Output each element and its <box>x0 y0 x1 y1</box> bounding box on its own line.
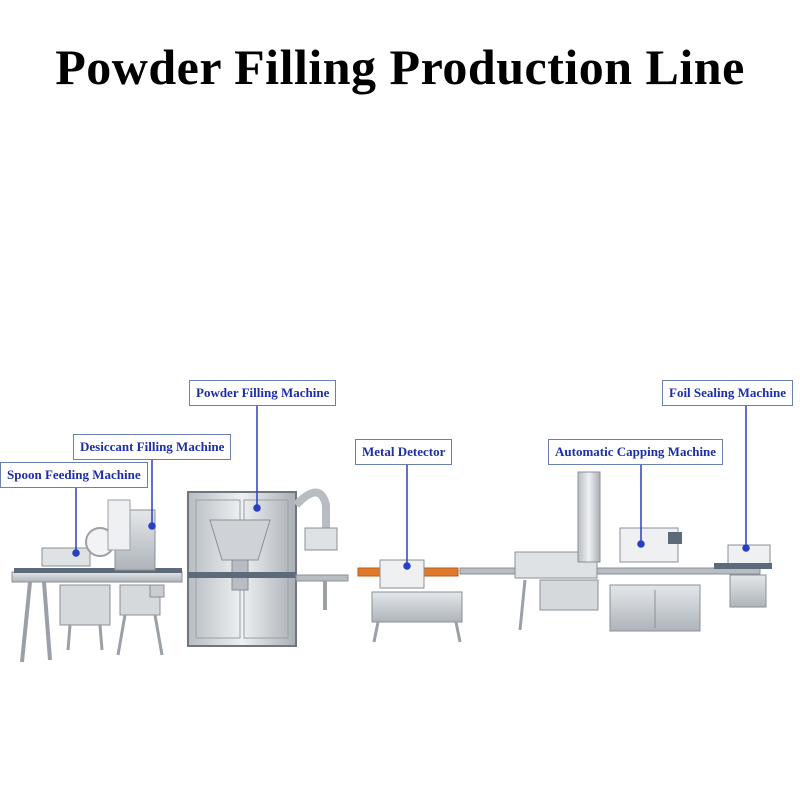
conveyor-belt <box>459 567 761 575</box>
automatic-capping-machine <box>514 471 701 632</box>
label-automatic-capping-machine: Automatic Capping Machine <box>548 439 724 465</box>
label-desiccant-filling-machine: Desiccant Filling Machine <box>73 434 232 460</box>
label-pointers <box>72 403 750 570</box>
powder-filling-machine <box>187 488 349 647</box>
label-foil-sealing-machine: Foil Sealing Machine <box>662 380 793 406</box>
foil-sealing-machine <box>714 544 772 608</box>
page-title: Powder Filling Production Line <box>55 39 745 95</box>
metal-detector <box>357 559 463 643</box>
desiccant-filling-machine <box>107 499 165 656</box>
label-spoon-feeding-machine: Spoon Feeding Machine <box>0 462 148 488</box>
label-metal-detector: Metal Detector <box>355 439 453 465</box>
label-powder-filling-machine: Powder Filling Machine <box>189 380 337 406</box>
